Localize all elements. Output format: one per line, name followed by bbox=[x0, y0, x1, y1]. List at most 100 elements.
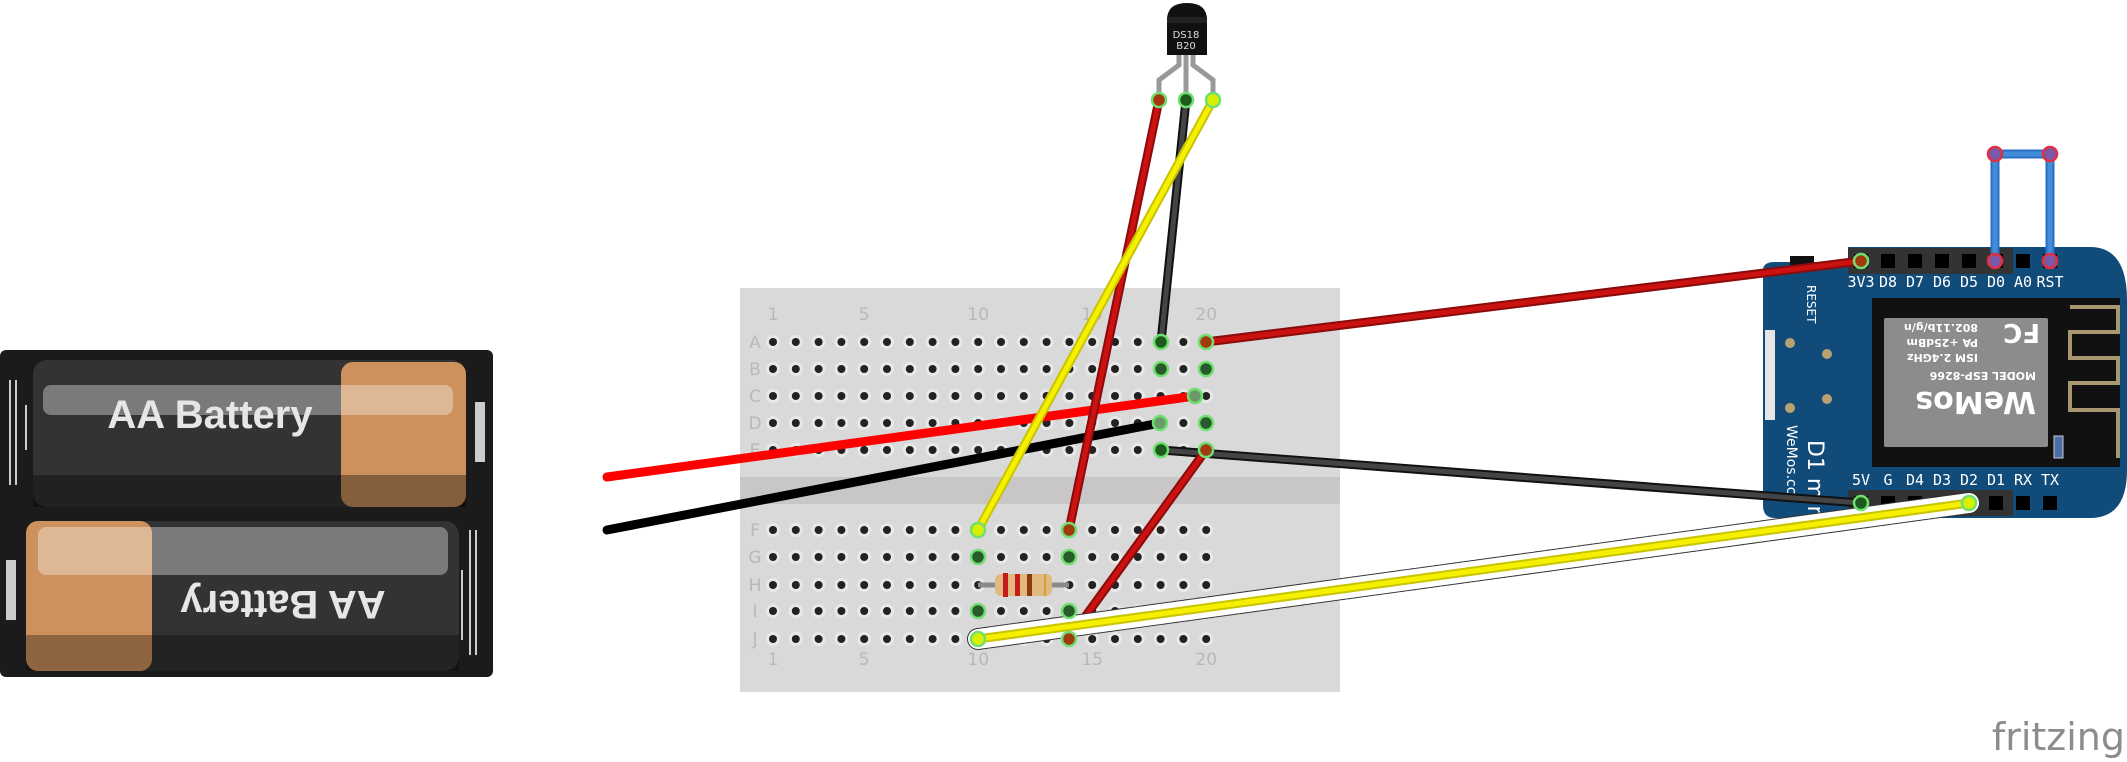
column-number: 15 bbox=[1081, 650, 1103, 670]
wire-endpoint[interactable] bbox=[1186, 387, 1204, 405]
breadboard-hole-center bbox=[814, 419, 823, 427]
breadboard-hole-center bbox=[905, 526, 914, 534]
pin-label: D2 bbox=[1960, 471, 1978, 489]
pin-label: D5 bbox=[1960, 273, 1978, 291]
power-3v3-wire-core bbox=[1203, 258, 1864, 345]
data-d2-wire-core bbox=[975, 500, 1972, 642]
column-number: 1 bbox=[768, 305, 779, 325]
sensor-data-wire-core bbox=[975, 97, 1216, 533]
ds18b20-sensor[interactable]: DS18 B20 bbox=[1156, 3, 1216, 100]
header-pin[interactable] bbox=[2016, 254, 2030, 268]
header-pin[interactable] bbox=[1908, 254, 1922, 268]
breadboard-hole-center bbox=[905, 581, 914, 589]
pin-label: A0 bbox=[2014, 273, 2032, 291]
breadboard-hole-center bbox=[905, 365, 914, 373]
column-number: 20 bbox=[1195, 650, 1217, 670]
wire-endpoint[interactable] bbox=[1152, 360, 1170, 378]
breadboard-hole-center bbox=[769, 526, 777, 534]
breadboard-hole-center bbox=[1042, 526, 1051, 534]
breadboard-hole-center bbox=[1133, 581, 1142, 589]
header-pin[interactable] bbox=[2043, 496, 2057, 510]
breadboard-hole-center bbox=[769, 419, 777, 427]
jumper-endpoint[interactable] bbox=[2041, 145, 2059, 163]
breadboard-hole-center bbox=[951, 392, 960, 400]
pin-label: 3V3 bbox=[1847, 273, 1874, 291]
resistor[interactable] bbox=[978, 573, 1069, 597]
breadboard-hole-center bbox=[1156, 553, 1165, 561]
jumper-endpoint[interactable] bbox=[1986, 252, 2004, 270]
wire-endpoint[interactable] bbox=[1152, 333, 1170, 351]
wire-endpoint[interactable] bbox=[1197, 360, 1215, 378]
breadboard-hole-center bbox=[951, 365, 960, 373]
breadboard-hole-center bbox=[814, 635, 823, 643]
breadboard-hole-center bbox=[1179, 419, 1188, 427]
battery-holder[interactable]: AA Battery AA Battery bbox=[0, 350, 493, 677]
breadboard-hole-center bbox=[837, 365, 846, 373]
breadboard-hole-center bbox=[928, 635, 937, 643]
breadboard-hole-center bbox=[837, 607, 846, 615]
row-label: H bbox=[749, 576, 762, 596]
row-label: B bbox=[749, 360, 761, 380]
wire-endpoint[interactable] bbox=[1151, 414, 1169, 432]
esp8266-module: 802.11b/g/n PA +25dBm ISM 2.4GHz MODEL E… bbox=[1872, 298, 2120, 467]
breadboard-hole-center bbox=[860, 607, 869, 615]
wire-endpoint[interactable] bbox=[1152, 441, 1170, 459]
breadboard-hole-center bbox=[997, 553, 1005, 561]
pin-label: D1 bbox=[1987, 471, 2005, 489]
battery-negative-wire[interactable] bbox=[602, 418, 1165, 535]
breadboard-hole-center bbox=[905, 338, 914, 346]
pullup-wire-core bbox=[1066, 447, 1209, 642]
header-pin[interactable] bbox=[1935, 254, 1949, 268]
breadboard-hole-center bbox=[860, 635, 869, 643]
wire-endpoint[interactable] bbox=[969, 521, 987, 539]
breadboard-hole-center bbox=[860, 581, 869, 589]
reset-jumper-wire[interactable] bbox=[1990, 149, 2055, 261]
breadboard-hole-center bbox=[951, 553, 960, 561]
battery-top-label: AA Battery bbox=[107, 393, 313, 437]
wire-endpoint[interactable] bbox=[969, 548, 987, 566]
jumper-endpoint[interactable] bbox=[1986, 145, 2004, 163]
breadboard-hole-center bbox=[883, 338, 891, 346]
wire-endpoint[interactable] bbox=[1852, 252, 1870, 270]
wire-endpoint[interactable] bbox=[1150, 91, 1168, 109]
header-pin[interactable] bbox=[2016, 496, 2030, 510]
board-name: D1 mini bbox=[1802, 440, 1827, 526]
header-pin[interactable] bbox=[1881, 254, 1895, 268]
jumper-endpoint[interactable] bbox=[2041, 252, 2059, 270]
wire-endpoint[interactable] bbox=[1177, 91, 1195, 109]
breadboard-hole-center bbox=[1019, 392, 1028, 400]
wire-endpoint[interactable] bbox=[1060, 521, 1078, 539]
wire-endpoint[interactable] bbox=[969, 602, 987, 620]
breadboard-hole-center bbox=[1065, 392, 1074, 400]
breadboard-hole-center bbox=[951, 581, 960, 589]
breadboard-hole-center bbox=[1202, 635, 1211, 643]
fritzing-logo: fritzing bbox=[1992, 715, 2125, 759]
battery-bottom: AA Battery bbox=[26, 521, 459, 671]
wire-endpoint[interactable] bbox=[1060, 630, 1078, 648]
wire-endpoint[interactable] bbox=[969, 630, 987, 648]
breadboard-hole-center bbox=[883, 526, 891, 534]
breadboard-hole-center bbox=[1088, 365, 1097, 373]
fcc-logo: FC bbox=[2003, 317, 2040, 347]
breadboard-hole-center bbox=[791, 526, 800, 534]
breadboard-hole-center bbox=[974, 446, 983, 454]
breadboard-hole-center bbox=[1019, 338, 1028, 346]
wire-endpoint[interactable] bbox=[1060, 548, 1078, 566]
wire-endpoint[interactable] bbox=[1204, 91, 1222, 109]
wire-endpoint[interactable] bbox=[1960, 494, 1978, 512]
breadboard-hole-center bbox=[928, 338, 937, 346]
breadboard-hole-center bbox=[905, 607, 914, 615]
wire-endpoint[interactable] bbox=[1197, 414, 1215, 432]
wire-endpoint[interactable] bbox=[1852, 494, 1870, 512]
header-pin[interactable] bbox=[1989, 496, 2003, 510]
wire-endpoint[interactable] bbox=[1060, 602, 1078, 620]
wire-endpoint[interactable] bbox=[1197, 441, 1215, 459]
wire-endpoint[interactable] bbox=[1197, 333, 1215, 351]
header-pin[interactable] bbox=[1962, 254, 1976, 268]
breadboard-hole-center bbox=[1202, 392, 1211, 400]
chip-line2: PA +25dBm bbox=[1906, 336, 1978, 349]
breadboard-hole-center bbox=[860, 419, 869, 427]
breadboard-hole-center bbox=[905, 446, 914, 454]
